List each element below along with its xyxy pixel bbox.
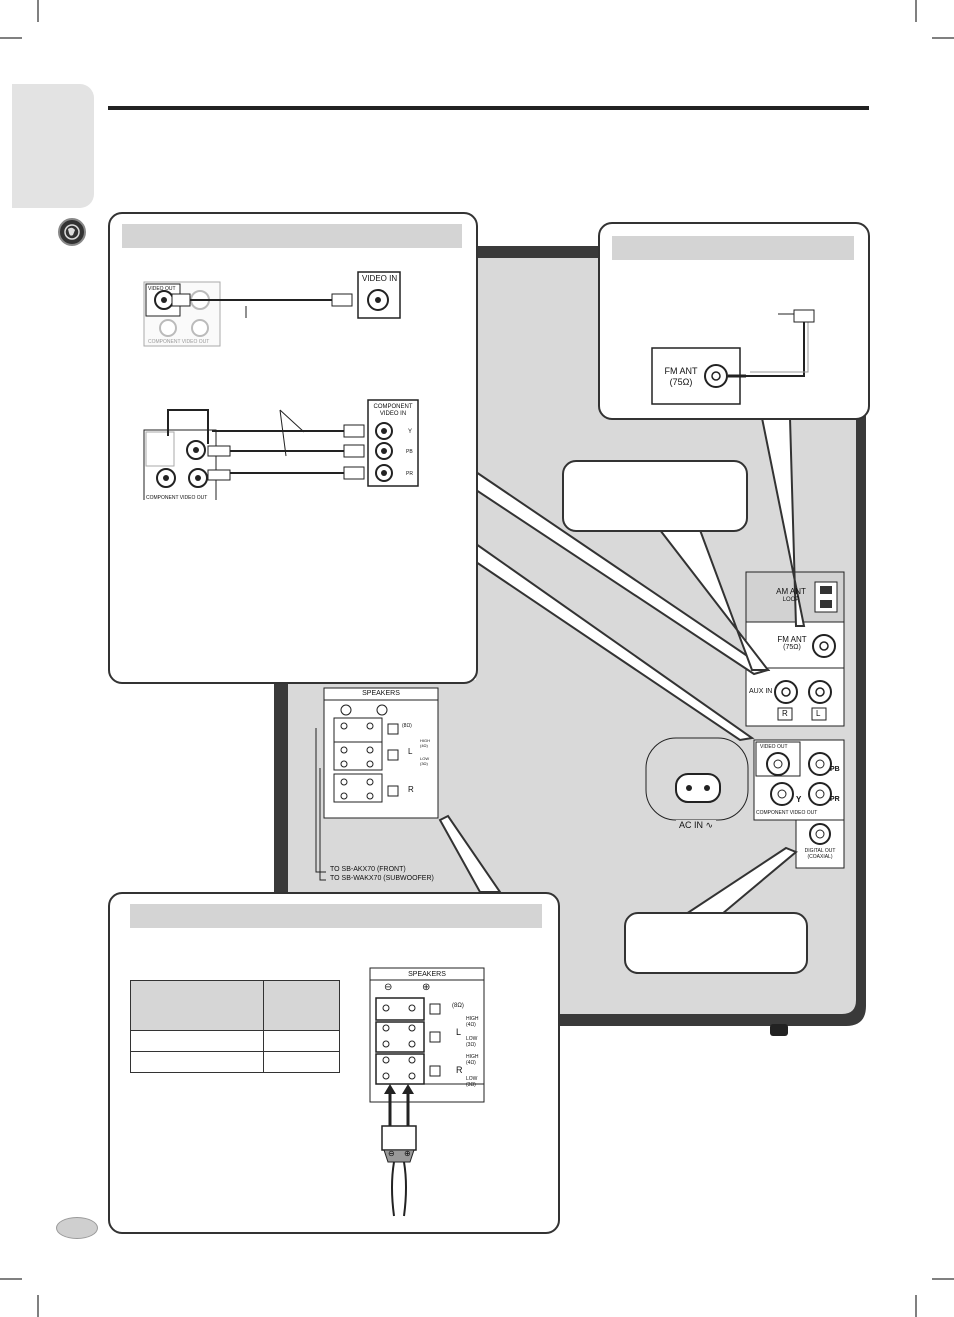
panel-l-label: L: [408, 747, 413, 756]
aux-l-label: L: [816, 709, 821, 718]
language-tab: [12, 84, 94, 208]
panel-speakers-label: SPEAKERS: [362, 690, 400, 697]
panel-ohm8-label: (8Ω): [402, 723, 412, 729]
component-video-out-label: COMPONENT VIDEO OUT: [756, 810, 818, 816]
pb-label: PB: [830, 766, 840, 773]
aux-r-label: R: [782, 709, 788, 718]
video-diagram: [143, 271, 419, 500]
r-label: R: [456, 1065, 463, 1075]
comp-in-y: Y: [408, 429, 413, 435]
wire-plus: ⊕: [404, 1149, 411, 1158]
pr-label: PR: [830, 796, 840, 803]
aux-in-label: AUX IN: [749, 688, 773, 695]
component-video-out-small: COMPONENT VIDEO OUT: [148, 339, 210, 345]
speaker-panel-header: [130, 904, 542, 928]
panel-r-label: R: [408, 785, 414, 794]
minus-label: ⊖: [384, 982, 393, 993]
page-number-oval: [56, 1217, 98, 1239]
comp-in-pb: PB: [406, 449, 413, 455]
globe-icon: [58, 218, 86, 246]
fm-ant-label: FM ANT(75Ω): [777, 635, 807, 652]
panel-high-label: HIGH (4Ω): [420, 738, 430, 748]
plus-label: ⊕: [422, 982, 431, 993]
video-out-label: VIDEO OUT: [760, 744, 788, 750]
speakers-label: SPEAKERS: [408, 971, 446, 978]
to-front-label: TO SB-AKX70 (FRONT): [330, 866, 406, 873]
comp-out-label: COMPONENT VIDEO OUT: [146, 495, 208, 501]
digital-out-label: DIGITAL OUT(COAXIAL): [804, 848, 836, 860]
header-rule: [108, 106, 869, 110]
video-panel-header: [122, 224, 462, 248]
l-label: L: [456, 1027, 462, 1037]
panel-low-label: LOW (3Ω): [420, 756, 430, 766]
wire-minus: ⊖: [388, 1149, 395, 1158]
ohm8-label: (8Ω): [452, 1003, 464, 1009]
comp-in-pr: PR: [406, 471, 413, 477]
fm-ant-callout-label: FM ANT(75Ω): [664, 366, 698, 387]
speaker-terminal-diagram: [369, 967, 485, 1217]
y-label: Y: [796, 795, 802, 804]
video-in-label: VIDEO IN: [362, 274, 398, 283]
low-label: LOW(3Ω): [466, 1036, 478, 1048]
ac-in-label: AC IN ∿: [676, 820, 717, 830]
fm-antenna-diagram: [651, 309, 815, 405]
aux-callout: [562, 460, 748, 532]
video-out-small: VIDEO OUT: [148, 286, 176, 292]
high2-label: HIGH(4Ω): [466, 1054, 479, 1066]
fm-panel-header: [612, 236, 854, 260]
digital-out-callout: [624, 912, 808, 974]
speaker-table: [130, 980, 340, 1073]
to-sub-label: TO SB-WAKX70 (SUBWOOFER): [330, 875, 434, 882]
high-label: HIGH(4Ω): [466, 1016, 479, 1028]
low2-label: LOW(3Ω): [466, 1076, 478, 1088]
